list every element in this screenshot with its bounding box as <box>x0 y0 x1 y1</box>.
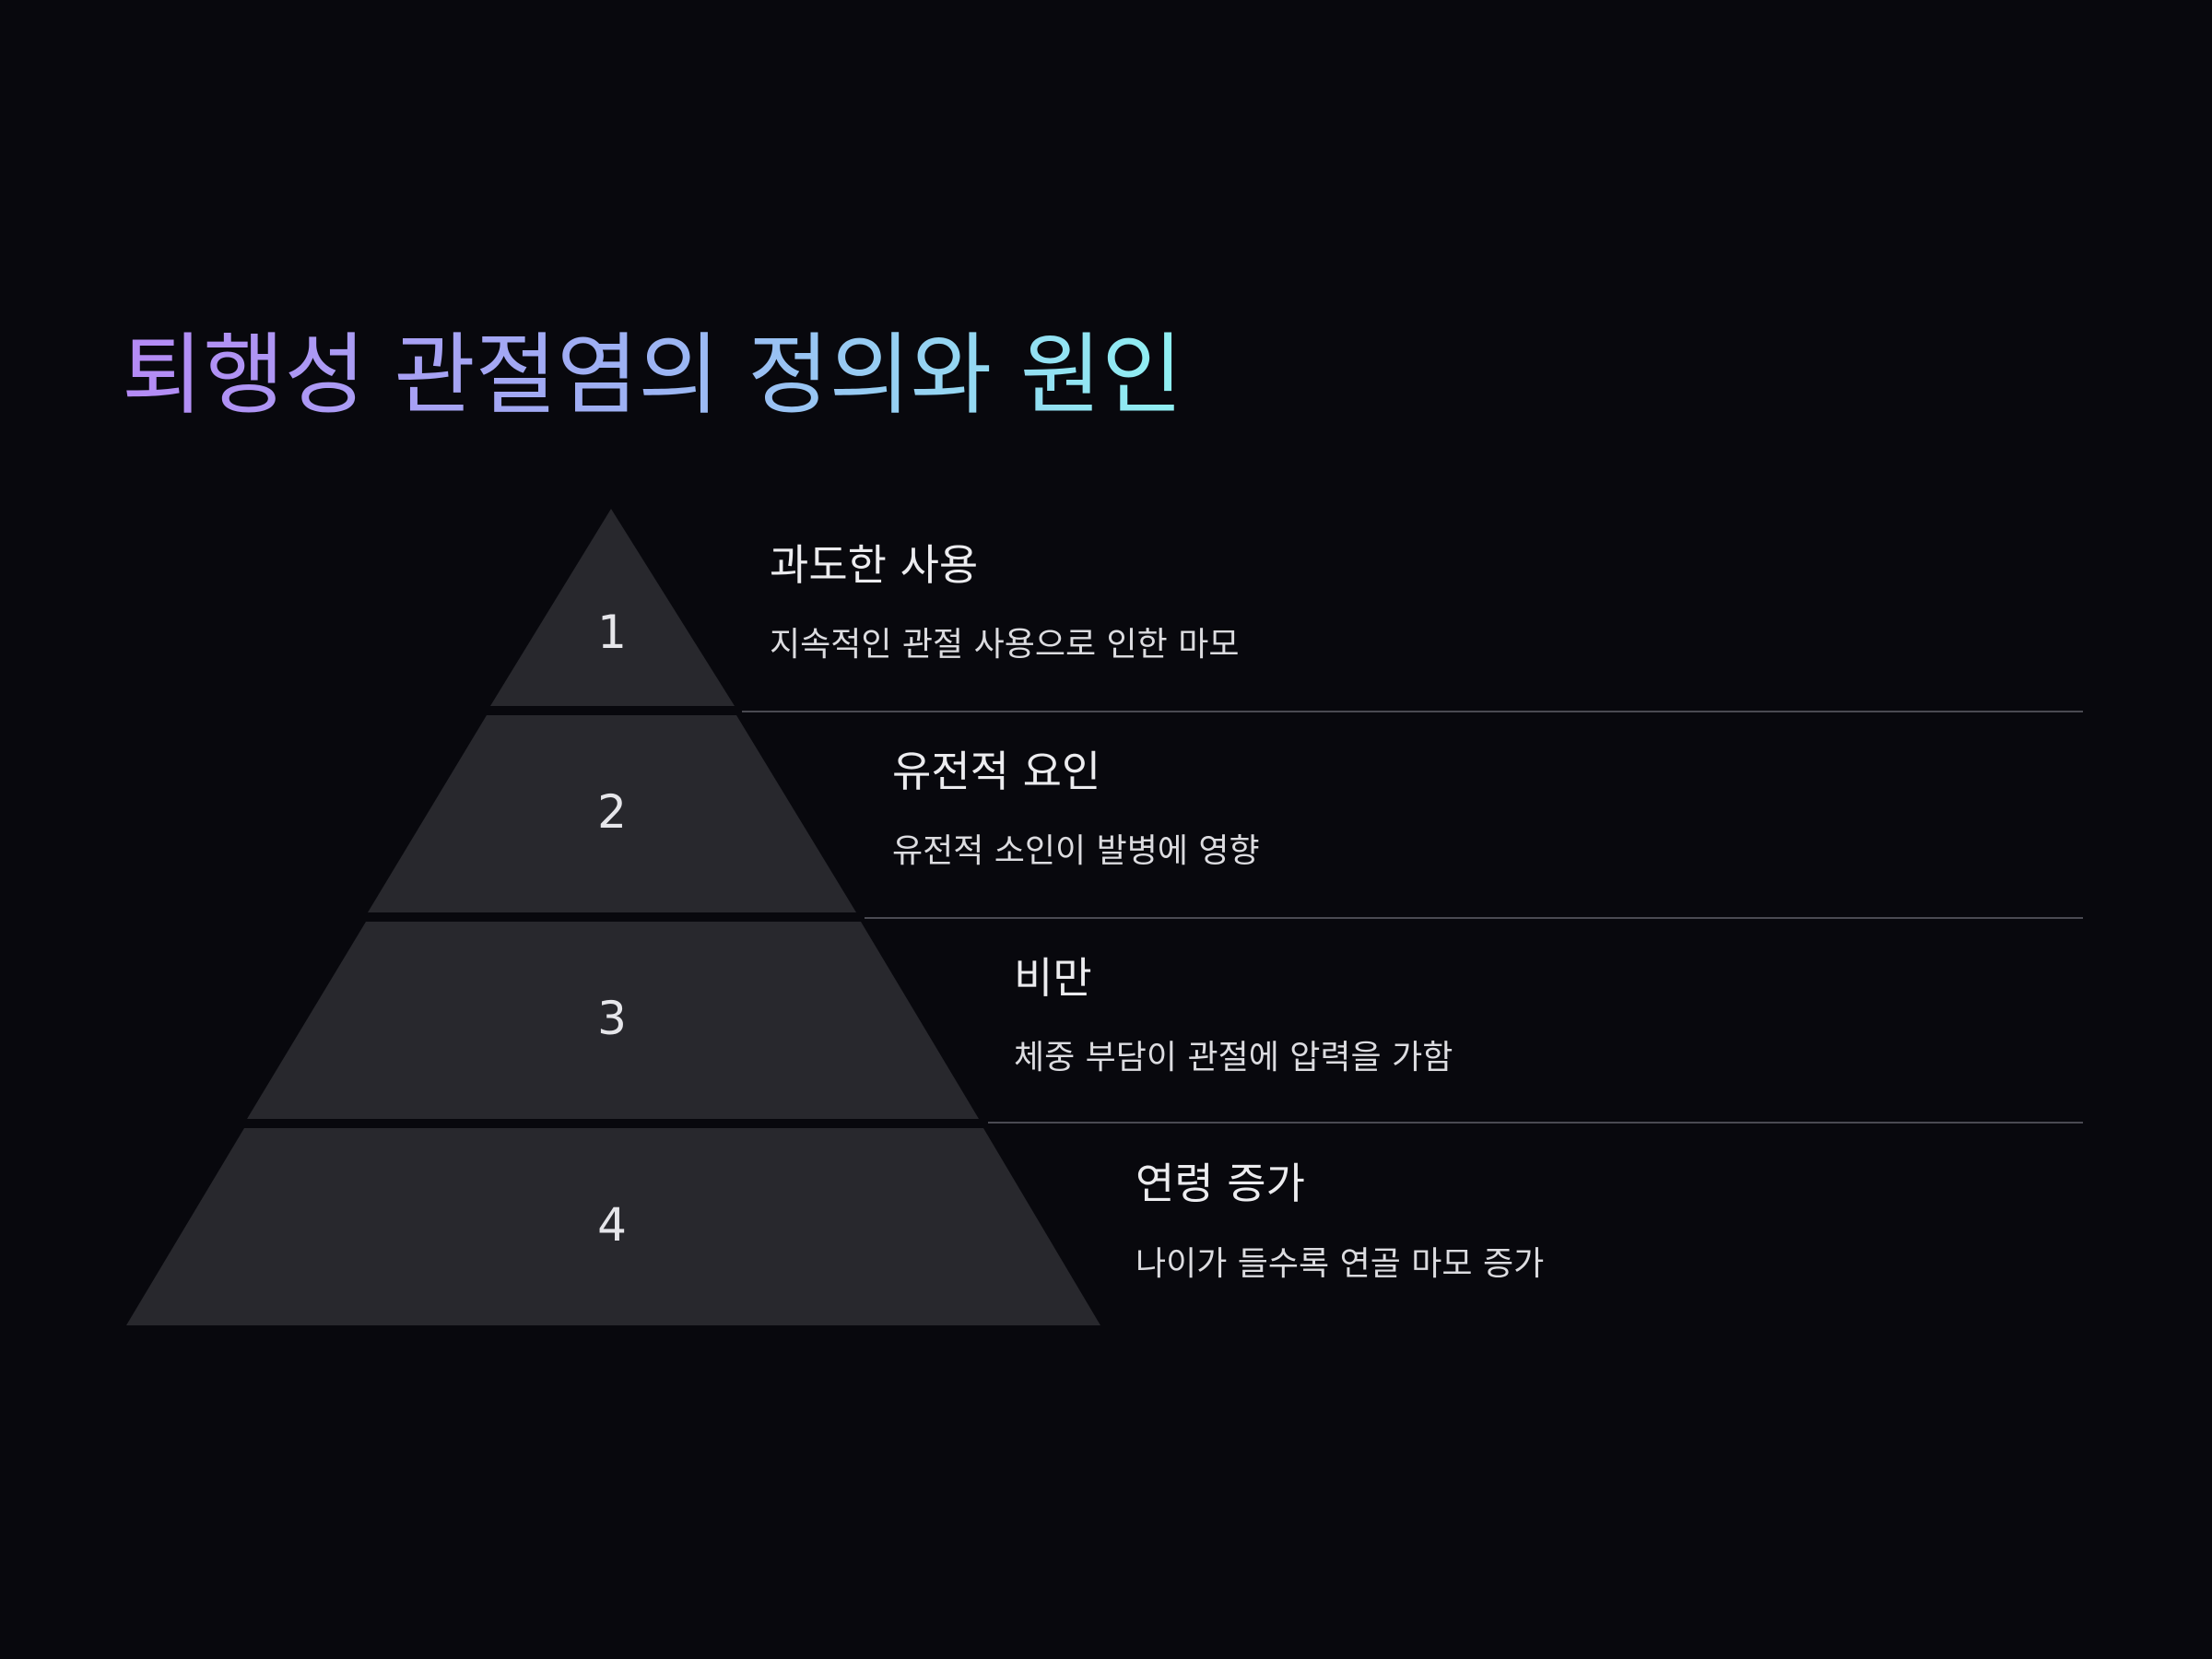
level-heading-2: 유전적 요인 <box>892 747 1101 796</box>
level-number-4: 4 <box>597 1198 627 1252</box>
level-heading-3: 비만 <box>1014 953 1092 1003</box>
level-description-3: 체중 부담이 관절에 압력을 가함 <box>1014 1039 1453 1077</box>
level-heading-1: 과도한 사용 <box>770 540 979 590</box>
level-heading-4: 연령 증가 <box>1135 1159 1305 1208</box>
level-number-1: 1 <box>597 606 627 659</box>
level-description-2: 유전적 소인이 발병에 영향 <box>892 832 1260 870</box>
level-description-4: 나이가 들수록 연골 마모 증가 <box>1135 1245 1545 1283</box>
pyramid-level-1 <box>490 509 735 706</box>
level-number-2: 2 <box>597 785 627 839</box>
divider-2 <box>865 917 2083 919</box>
divider-1 <box>742 711 2083 712</box>
level-number-3: 3 <box>597 992 627 1045</box>
pyramid-level-3 <box>247 922 979 1119</box>
pyramid-level-4 <box>126 1128 1100 1325</box>
slide-title: 퇴행성 관절염의 정의와 원인 <box>122 324 1183 427</box>
pyramid-level-2 <box>368 715 856 912</box>
divider-3 <box>988 1122 2083 1124</box>
level-description-1: 지속적인 관절 사용으로 인한 마모 <box>770 626 1240 664</box>
